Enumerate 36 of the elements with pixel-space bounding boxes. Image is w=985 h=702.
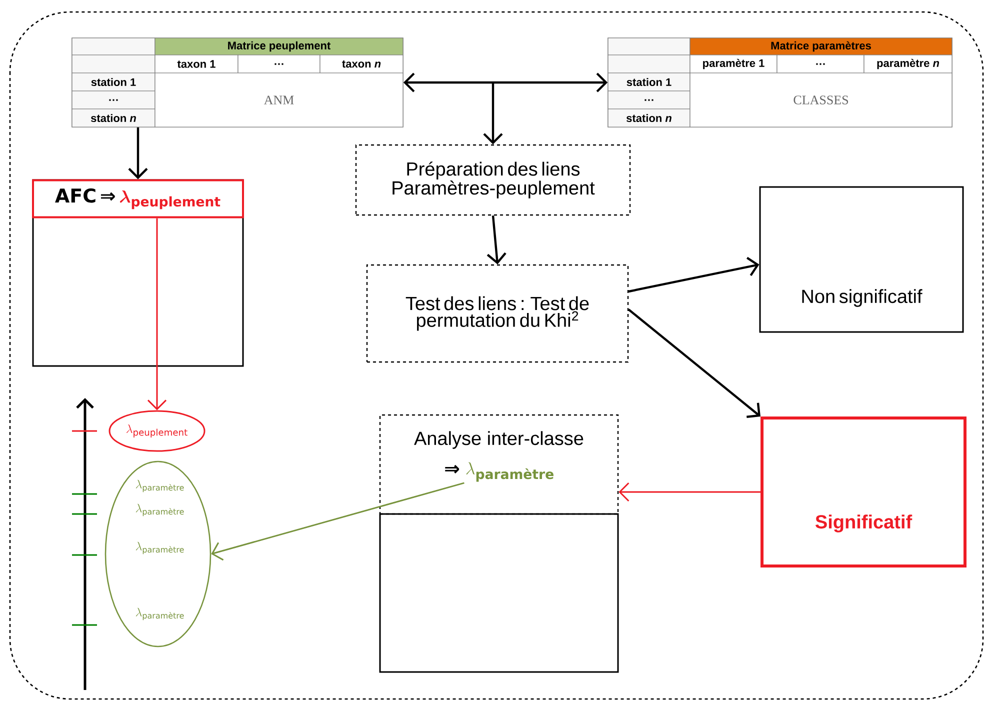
box-title: Analyse inter-classe [414, 431, 584, 449]
arrow [486, 216, 506, 264]
table-cell: station 1 [608, 72, 690, 92]
table-cell: station n [608, 108, 690, 128]
arrow [483, 82, 503, 144]
arrow [628, 256, 760, 293]
lambda-label: $\lambda_{\text{paramètre}}$ [136, 504, 184, 516]
table-cell: taxon n [320, 54, 404, 74]
arrow [618, 482, 760, 502]
table-header: Matrice paramètres [690, 38, 952, 56]
table-cell: station 1 [72, 72, 156, 92]
lambda-label: $\lambda_{\text{paramètre}}$ [466, 462, 554, 482]
arrow [403, 72, 608, 92]
lambda-label: $\lambda_{\text{paramètre}}$ [136, 542, 184, 554]
arrow [628, 308, 760, 418]
table-cell: station n [72, 108, 156, 128]
lambda-label: $\lambda_{\text{paramètre}}$ [136, 608, 184, 620]
empty-box [379, 513, 619, 673]
result-box: Significatif [760, 416, 966, 568]
table-cell: … [608, 90, 690, 110]
table-cell: … [72, 90, 156, 110]
arrow [128, 127, 148, 180]
table-cell: taxon 1 [154, 54, 238, 74]
table-cell: paramètre 1 [690, 54, 778, 74]
implies-sign: ⇒ [445, 464, 460, 474]
header-box: AFC ⇒ $\lambda_{\text{peuplement}}$ [32, 179, 244, 218]
arrow [147, 218, 167, 410]
table-cell: paramètre n [864, 54, 952, 74]
process-box: Test des liens : Test de permutation du Khi$^{2}$ [366, 264, 629, 363]
process-box: Préparation des liens Paramètres-peuplement [355, 144, 631, 216]
arrow [211, 482, 464, 561]
lambda-label: $\lambda_{\text{paramètre}}$ [136, 480, 184, 492]
table-cell: … [776, 54, 864, 74]
table-cell: … [238, 54, 320, 74]
table-header: Matrice peuplement [154, 38, 404, 56]
result-box: Non significatif [759, 186, 964, 333]
